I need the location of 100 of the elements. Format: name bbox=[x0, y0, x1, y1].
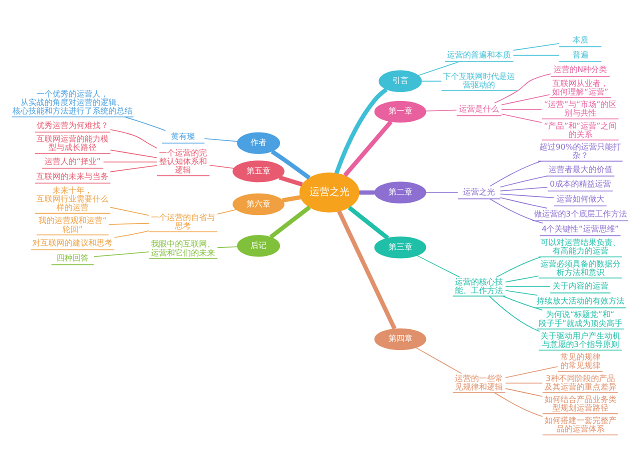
connector bbox=[500, 194, 554, 198]
node-text: 四种回答 bbox=[56, 253, 89, 262]
node-text: 黄有璨 bbox=[171, 132, 196, 141]
node-text: 超过90%的运营只能打杂？ bbox=[540, 142, 621, 160]
node-text: 对互联网的建议和思考 bbox=[32, 238, 113, 248]
connector bbox=[110, 165, 158, 172]
node-ellipse: 第六章 bbox=[232, 193, 284, 216]
node-text: 如何搭建一套完整产品的运营体系 bbox=[544, 416, 616, 434]
connector bbox=[505, 366, 558, 378]
node-text: 关于驱动用户产生动机与意愿的3个指导原则 bbox=[540, 331, 620, 350]
connector bbox=[359, 190, 375, 195]
node-text: 为何说“标题党”和“段子手”就成为顶尖高手 bbox=[538, 310, 622, 328]
node-text: 可以对运营结果负责、有高能力的运营 bbox=[540, 238, 620, 256]
connector bbox=[500, 186, 548, 192]
node-ellipse: 第五章 bbox=[232, 160, 284, 182]
connector bbox=[416, 255, 460, 278]
connector bbox=[421, 80, 442, 82]
node-text: 4个关键性“运营思维” bbox=[542, 224, 619, 234]
connector bbox=[505, 286, 550, 288]
connector bbox=[110, 129, 158, 149]
connector bbox=[501, 114, 542, 123]
connector bbox=[269, 206, 311, 239]
connector bbox=[505, 290, 538, 296]
connector bbox=[124, 116, 166, 131]
connector bbox=[494, 392, 543, 417]
connector bbox=[512, 54, 560, 56]
connector bbox=[108, 222, 150, 225]
node-text: 0成本的精益运营 bbox=[550, 180, 611, 189]
node-text: 本质 bbox=[572, 35, 588, 44]
connector bbox=[502, 296, 543, 310]
connector bbox=[282, 195, 301, 203]
node-text: 我的运营观和运营“轮回” bbox=[38, 216, 107, 234]
node-text: “运营”与“市场”的区别与共性 bbox=[544, 100, 616, 118]
node-ellipse: 第四章 bbox=[374, 328, 426, 350]
node-text: 运营的核心技能、工作方法 bbox=[455, 277, 504, 295]
connector bbox=[337, 210, 396, 330]
connector bbox=[500, 176, 548, 188]
connector bbox=[496, 256, 542, 278]
node-text: 一个运营的完整认知体系和逻辑 bbox=[159, 148, 208, 175]
connector bbox=[217, 209, 237, 215]
node-text: 持续放大活动的有效方法 bbox=[536, 296, 624, 306]
node-ellipse: 作者 bbox=[236, 132, 280, 154]
node-text: 运营的普遍和本质 bbox=[447, 50, 512, 60]
node-text: “产品”和“运营”之间的关系 bbox=[544, 121, 616, 139]
node-text: 互联网运营的能力模型与成长路径 bbox=[36, 134, 109, 152]
node-text: 普遍 bbox=[572, 50, 588, 60]
node-ellipse: 运营之光 bbox=[299, 172, 360, 213]
node-text: 运营必须具备的数据分析方法和意识 bbox=[540, 259, 620, 277]
node-ellipse: 后记 bbox=[236, 235, 280, 257]
node-ellipse: 引言 bbox=[378, 70, 422, 92]
node-text: 关于内容的运营 bbox=[552, 282, 608, 291]
node-text: 运营人的“择业” bbox=[44, 156, 101, 166]
connector bbox=[114, 230, 150, 238]
connector bbox=[505, 276, 539, 282]
node-text: 下个互联网时代是运营驱动的 bbox=[443, 72, 516, 90]
connector bbox=[217, 246, 238, 248]
connector bbox=[270, 150, 311, 180]
node-text: 常见的规律的常见规律 bbox=[560, 352, 600, 370]
connector bbox=[505, 388, 543, 397]
connector bbox=[490, 160, 542, 187]
connector bbox=[334, 88, 388, 174]
node-ellipse: 第二章 bbox=[374, 182, 426, 204]
connector bbox=[343, 120, 393, 177]
connector bbox=[490, 198, 544, 224]
connector bbox=[505, 382, 543, 384]
connector bbox=[501, 94, 550, 106]
node-text: 未来十年，互联网行业需要什么样的运营 bbox=[36, 186, 109, 212]
connector bbox=[94, 252, 150, 258]
connector bbox=[425, 110, 457, 112]
connector bbox=[110, 206, 150, 216]
node-text: 做运营的3个底层工作方法 bbox=[534, 209, 627, 218]
node-text: 运营的一些常见规律和逻辑 bbox=[455, 374, 504, 392]
connector bbox=[348, 206, 390, 240]
node-text: 3种不同阶段的产品及其运营的重点差异 bbox=[544, 374, 616, 392]
connector bbox=[494, 73, 552, 104]
node-text: 如何结合产品业务类型规划运营路径 bbox=[544, 394, 616, 413]
node-text: 一个优秀的运营人，从实战的角度对运营的逻辑、核心技能和方法进行了系统的总结 bbox=[12, 89, 133, 116]
node-text: 互联网从业者，如何理解“运营” bbox=[552, 78, 608, 97]
connector bbox=[489, 296, 540, 332]
connector bbox=[500, 197, 548, 209]
node-text: 运营的N种分类 bbox=[553, 65, 608, 74]
node-text: 运营是什么 bbox=[459, 104, 500, 114]
node-ellipse: 第三章 bbox=[374, 236, 426, 258]
connector bbox=[278, 175, 303, 187]
connector bbox=[209, 164, 234, 169]
node-text: 运营者最大的价值 bbox=[548, 164, 612, 174]
connector bbox=[426, 192, 458, 193]
node-text: 一个运营的自省与思考 bbox=[151, 212, 216, 231]
connector bbox=[204, 138, 238, 142]
connector bbox=[110, 150, 158, 158]
connector bbox=[418, 61, 460, 76]
connector bbox=[501, 109, 542, 110]
node-text: 运营之光 bbox=[463, 188, 496, 197]
node-text: 互联网的未来与当务 bbox=[36, 172, 109, 181]
node-text: 运营如何做大 bbox=[556, 194, 604, 204]
node-text: 我眼中的互联网、运营和它们的未来 bbox=[151, 240, 216, 258]
connector bbox=[416, 347, 462, 374]
node-ellipse: 第一章 bbox=[374, 100, 426, 123]
node-text: 优秀运营为何难找？ bbox=[36, 120, 109, 130]
connector bbox=[512, 43, 560, 51]
